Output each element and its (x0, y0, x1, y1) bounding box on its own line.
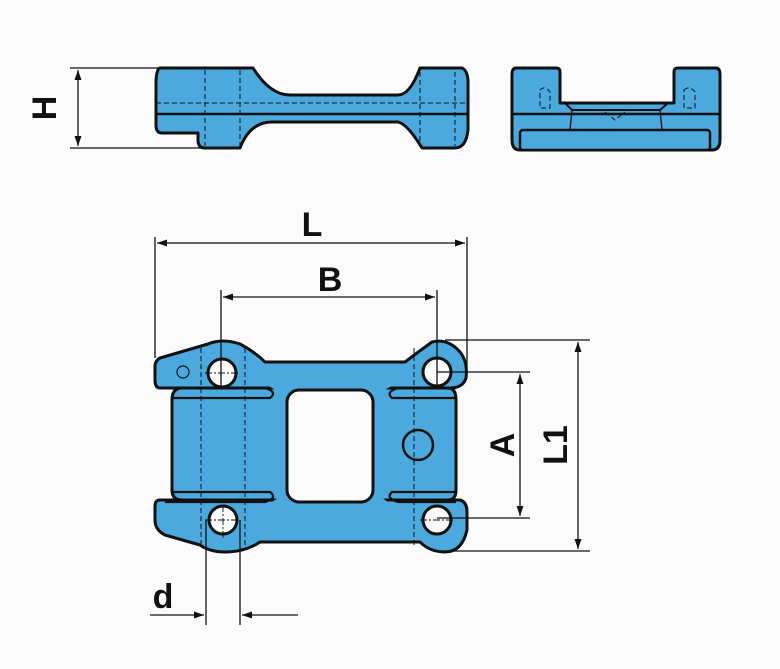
label-hole-spacing-y: A (484, 433, 522, 458)
pin-circle (401, 428, 435, 462)
label-hole-spacing-x: B (318, 261, 343, 299)
end-view (510, 66, 722, 152)
brand-logo-icon (176, 365, 190, 379)
top-view: L B L1 A d (150, 206, 590, 625)
center-window (285, 388, 375, 504)
label-length: L (302, 206, 323, 244)
side-view: H (26, 66, 470, 150)
label-hole-diameter: d (153, 578, 174, 616)
label-height: H (26, 96, 64, 121)
label-width: L1 (537, 425, 575, 465)
